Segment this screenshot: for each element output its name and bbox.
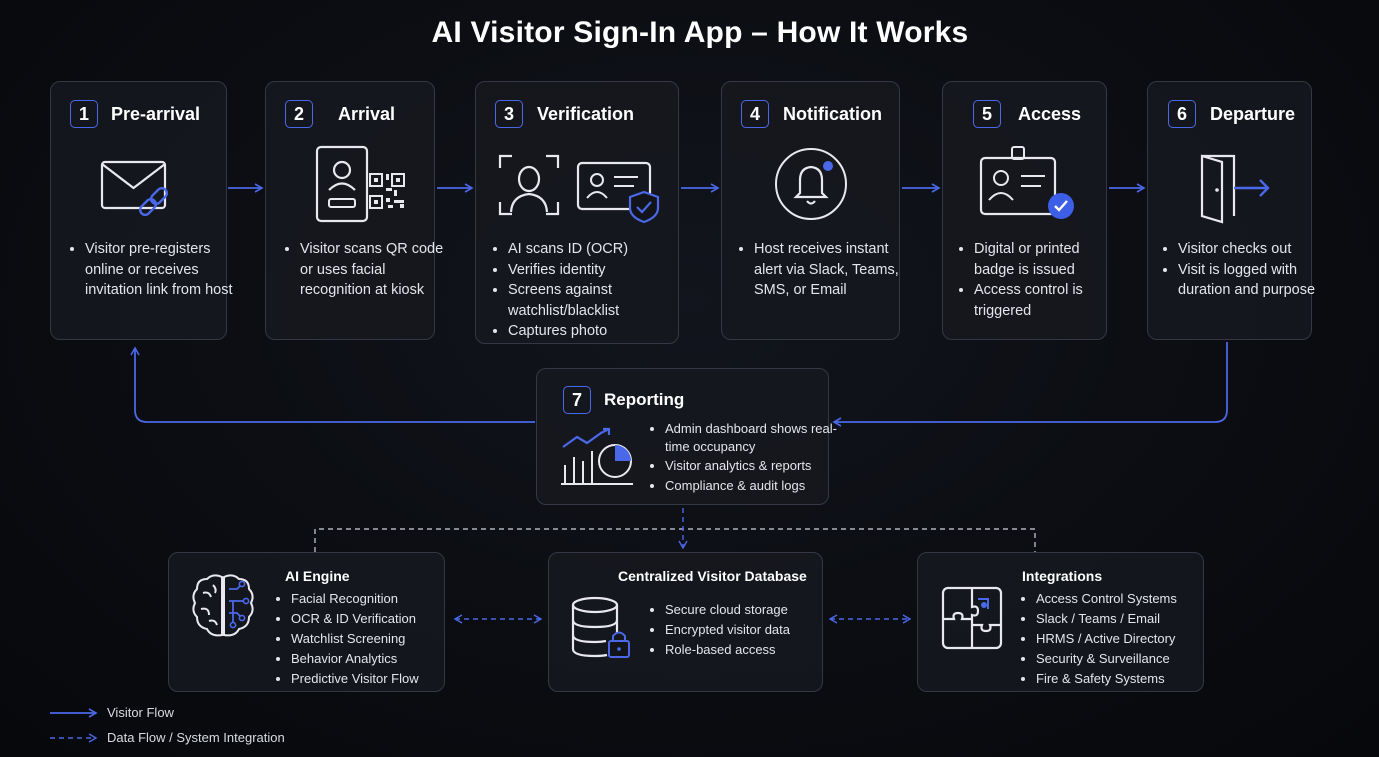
step-card-departure: 6 Departure Visitor checks out Visit is … [1147, 81, 1315, 340]
arrow-7-1 [130, 346, 535, 423]
step-title: Verification [537, 104, 635, 124]
bullet: Facial Recognition [291, 589, 456, 609]
bullet: Slack / Teams / Email [1036, 609, 1214, 629]
bullet: Encrypted visitor data [665, 620, 835, 640]
id-card-qr-icon [315, 145, 405, 223]
bullet: Secure cloud storage [665, 600, 835, 620]
step-bullets: Host receives instant alert via Slack, T… [738, 239, 912, 301]
step-number: 1 [70, 100, 98, 128]
bullet: Role-based access [665, 640, 835, 660]
bullet: Visitor scans QR code or uses facial rec… [300, 239, 448, 301]
puzzle-icon [941, 586, 1003, 650]
dashed-top-line [314, 528, 1036, 552]
bullet: Compliance & audit logs [665, 477, 837, 495]
bullet: Admin dashboard shows real-time occupanc… [665, 420, 837, 455]
arrow-6-7 [832, 342, 1228, 427]
legend-visitor-flow: Visitor Flow [107, 705, 174, 720]
bullet: Visitor checks out [1178, 239, 1326, 260]
bullet: HRMS / Active Directory [1036, 629, 1214, 649]
system-card-ai-engine: AI Engine Facial Recognition OCR & ID Ve… [168, 552, 445, 692]
bullet: Fire & Safety Systems [1036, 669, 1214, 689]
step-number: 2 [285, 100, 313, 128]
face-scan-icon [498, 154, 560, 216]
page-title: AI Visitor Sign-In App – How It Works [431, 16, 969, 49]
legend-data-flow: Data Flow / System Integration [107, 730, 285, 745]
bullet: Access control is triggered [974, 280, 1119, 321]
envelope-link-icon [100, 160, 169, 217]
system-title: AI Engine [285, 568, 350, 584]
bullet: Digital or printed badge is issued [974, 239, 1119, 280]
step-card-pre-arrival: 1 Pre-arrival Visitor pre-registers onli… [50, 81, 232, 340]
bullet: OCR & ID Verification [291, 609, 456, 629]
step-title: Reporting [604, 390, 685, 409]
step-bullets: AI scans ID (OCR) Verifies identity Scre… [492, 239, 688, 342]
bullet: Screens against watchlist/blacklist [508, 280, 688, 321]
bullet: Host receives instant alert via Slack, T… [754, 239, 912, 301]
system-bullets: Facial Recognition OCR & ID Verification… [277, 589, 456, 689]
system-title: Integrations [1022, 568, 1103, 584]
bullet: Access Control Systems [1036, 589, 1214, 609]
brain-circuit-icon [192, 574, 254, 637]
system-bullets: Access Control Systems Slack / Teams / E… [1022, 589, 1214, 689]
badge-check-icon [979, 146, 1074, 219]
bullet: Verifies identity [508, 260, 688, 281]
bullet: Captures photo [508, 321, 688, 342]
step-card-arrival: 2 Arrival Visitor scans QR code or uses … [265, 81, 443, 340]
step-title: Notification [783, 104, 882, 124]
id-shield-icon [576, 161, 660, 224]
step-number: 3 [495, 100, 523, 128]
database-lock-icon [571, 596, 630, 658]
system-card-database: Centralized Visitor Database Secure clou… [548, 552, 823, 692]
step-bullets: Digital or printed badge is issued Acces… [958, 239, 1119, 321]
step-card-reporting: 7 Reporting Admin dashboard shows real-t… [536, 368, 837, 505]
door-exit-icon [1200, 154, 1270, 224]
step-number: 4 [741, 100, 769, 128]
bullet: Visit is logged with duration and purpos… [1178, 260, 1326, 301]
bullet: Behavior Analytics [291, 649, 456, 669]
step-title: Departure [1210, 104, 1296, 124]
bell-icon [775, 148, 847, 220]
bullet: Visitor pre-registers online or receives… [85, 239, 233, 301]
bullet: Watchlist Screening [291, 629, 456, 649]
bullet: Visitor analytics & reports [665, 457, 837, 475]
step-card-access: 5 Access Digital or printed badge is iss… [942, 81, 1107, 340]
step-number: 7 [563, 386, 591, 414]
bullet: AI scans ID (OCR) [508, 239, 688, 260]
step-bullets: Visitor pre-registers online or receives… [69, 239, 233, 301]
system-title: Centralized Visitor Database [618, 568, 807, 584]
step-card-notification: 4 Notification Host receives instant ale… [721, 81, 900, 340]
system-card-integrations: Integrations Access Control Systems Slac… [917, 552, 1204, 692]
analytics-chart-icon [561, 427, 633, 485]
step-title: Access [1018, 104, 1082, 124]
step-bullets: Visitor scans QR code or uses facial rec… [284, 239, 448, 301]
step-title: Arrival [338, 104, 396, 124]
step-number: 5 [973, 100, 1001, 128]
bullet: Predictive Visitor Flow [291, 669, 456, 689]
step-title: Pre-arrival [111, 104, 201, 124]
step-number: 6 [1168, 100, 1196, 128]
reporting-bullets: Admin dashboard shows real-time occupanc… [651, 420, 837, 494]
system-bullets: Secure cloud storage Encrypted visitor d… [651, 600, 835, 660]
step-bullets: Visitor checks out Visit is logged with … [1162, 239, 1326, 301]
bullet: Security & Surveillance [1036, 649, 1214, 669]
step-card-verification: 3 Verification AI scans ID (OCR) Verifie… [475, 81, 679, 344]
